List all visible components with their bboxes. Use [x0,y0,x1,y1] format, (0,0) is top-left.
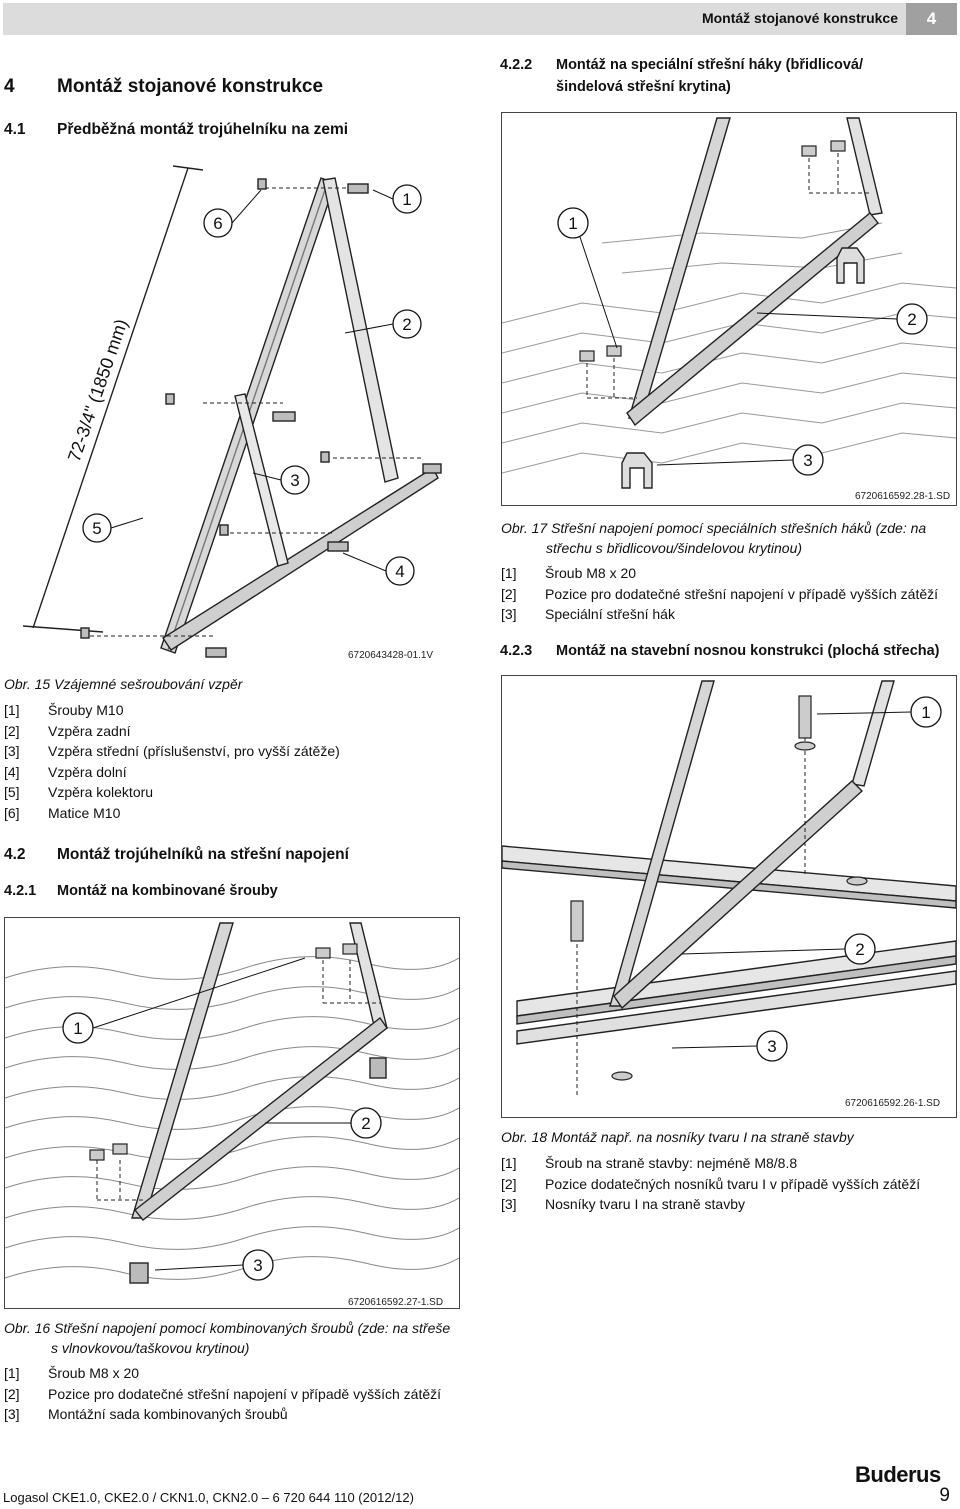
running-header-title: Montáž stojanové konstrukce [701,10,898,26]
figure-18-caption: Obr. 18 Montáž např. na nosníky tvaru I … [501,1129,854,1145]
legend-item: [2]Pozice dodatečných nosníků tvaru I v … [501,1175,921,1192]
subsubsection-number: 4.2.2 [500,57,533,73]
chapter-number-badge: 4 [906,3,957,35]
figure-16-legend: [1]Šroub M8 x 20 [2]Pozice pro dodatečné… [4,1363,459,1425]
legend-item: [3]Nosníky tvaru I na straně stavby [501,1196,745,1212]
legend-item: [2]Vzpěra zadní [4,722,131,739]
figure-16: 1 2 3 6720616592.27-1.SD [4,917,460,1309]
callout-1: 1 [568,214,577,233]
footer-document-id: Logasol CKE1.0, CKE2.0 / CKN1.0, CKN2.0 … [3,1490,414,1505]
caption-prefix: Obr. 15 [4,676,51,692]
subsubsection-title: Montáž na speciální střešní háky (břidli… [556,57,864,73]
figure-16-caption: Obr. 16 Střešní napojení pomocí kombinov… [4,1320,451,1356]
callout-2: 2 [855,940,864,959]
caption-text: Vzájemné sešroubování vzpěr [54,676,243,692]
legend-item: [2]Pozice pro dodatečné střešní napojení… [4,1385,442,1402]
svg-text:6: 6 [213,214,222,233]
legend-item: [1]Šroub na straně stavby: nejméně M8/8.… [501,1155,798,1171]
roof-hook-drawing: 1 2 3 [502,117,956,489]
section-number: 4 [4,76,15,97]
subsubsection-title: Montáž na stavební nosnou konstrukci (pl… [556,643,940,659]
figure-15-legend: [1]Šrouby M10 [2]Vzpěra zadní [3]Vzpěra … [4,700,454,823]
i-beam-drawing: 1 2 3 [502,680,956,1096]
section-title: Montáž stojanové konstrukce [57,76,324,97]
subsubsection-number: 4.2.1 [4,883,37,899]
subsubsection-number: 4.2.3 [500,643,533,659]
subsection-title: Předběžná montáž trojúhelníku na zemi [57,121,349,138]
callout-1: 1 [73,1019,82,1038]
subsubsection-title: Montáž na kombinované šrouby [57,883,278,899]
brand-logo: Buderus [855,1462,941,1487]
legend-item: [4]Vzpěra dolní [4,763,127,780]
figure-id: 6720616592.27-1.SD [348,1297,444,1308]
dimension-label: 72-3/4" (1850 mm) [64,316,132,464]
figure-15: 72-3/4" (1850 mm) 1 2 3 4 5 6 6720643428 [3,158,460,663]
legend-item: [1]Šrouby M10 [4,702,124,718]
page-number: 9 [939,1485,950,1506]
subsubsection-title-line2: šindelová střešní krytina) [556,79,731,95]
subsection-number: 4.1 [4,121,26,138]
legend-item: [3]Speciální střešní hák [501,606,675,622]
legend-item: [6]Matice M10 [4,804,121,821]
legend-item: [3]Montážní sada kombinovaných šroubů [4,1406,288,1422]
figure-18: 1 2 3 6720616592.26-1.SD [501,675,957,1118]
figure-id: 6720616592.28-1.SD [855,491,951,502]
svg-text:2: 2 [402,315,411,334]
svg-text:4: 4 [395,562,404,581]
figure-15-caption: Obr. 15 Vzájemné sešroubování vzpěr [4,674,242,694]
combination-bolt-drawing: 1 2 3 [5,922,459,1284]
header-bar [3,3,957,35]
legend-item: [2]Pozice pro dodatečné střešní napojení… [501,585,939,602]
figure-17-caption: Obr. 17 Střešní napojení pomocí speciáln… [501,520,927,556]
legend-item: [1]Šroub M8 x 20 [4,1365,140,1381]
figure-18-legend: [1]Šroub na straně stavby: nejméně M8/8.… [501,1153,956,1215]
figure-17-legend: [1]Šroub M8 x 20 [2]Pozice pro dodatečné… [501,563,956,625]
callout-1: 1 [921,703,930,722]
legend-item: [5]Vzpěra kolektoru [4,784,154,800]
svg-text:3: 3 [290,471,299,490]
callout-2: 2 [907,310,916,329]
figure-17: 1 2 3 6720616592.28-1.SD [501,112,957,506]
callout-3: 3 [767,1037,776,1056]
legend-item: [3]Vzpěra střední (příslušenství, pro vy… [4,743,340,759]
subsection-number: 4.2 [4,846,26,863]
callout-3: 3 [253,1256,262,1275]
legend-item: [1]Šroub M8 x 20 [501,565,637,581]
callout-3: 3 [803,451,812,470]
figure-id: 6720643428-01.1V [348,650,434,661]
svg-text:5: 5 [92,519,101,538]
subsection-title: Montáž trojúhelníků na střešní napojení [57,846,349,863]
callout-2: 2 [361,1114,370,1133]
figure-id: 6720616592.26-1.SD [845,1098,941,1109]
strut-assembly-drawing: 72-3/4" (1850 mm) 1 2 3 4 5 6 [22,165,442,658]
svg-text:1: 1 [402,190,411,209]
